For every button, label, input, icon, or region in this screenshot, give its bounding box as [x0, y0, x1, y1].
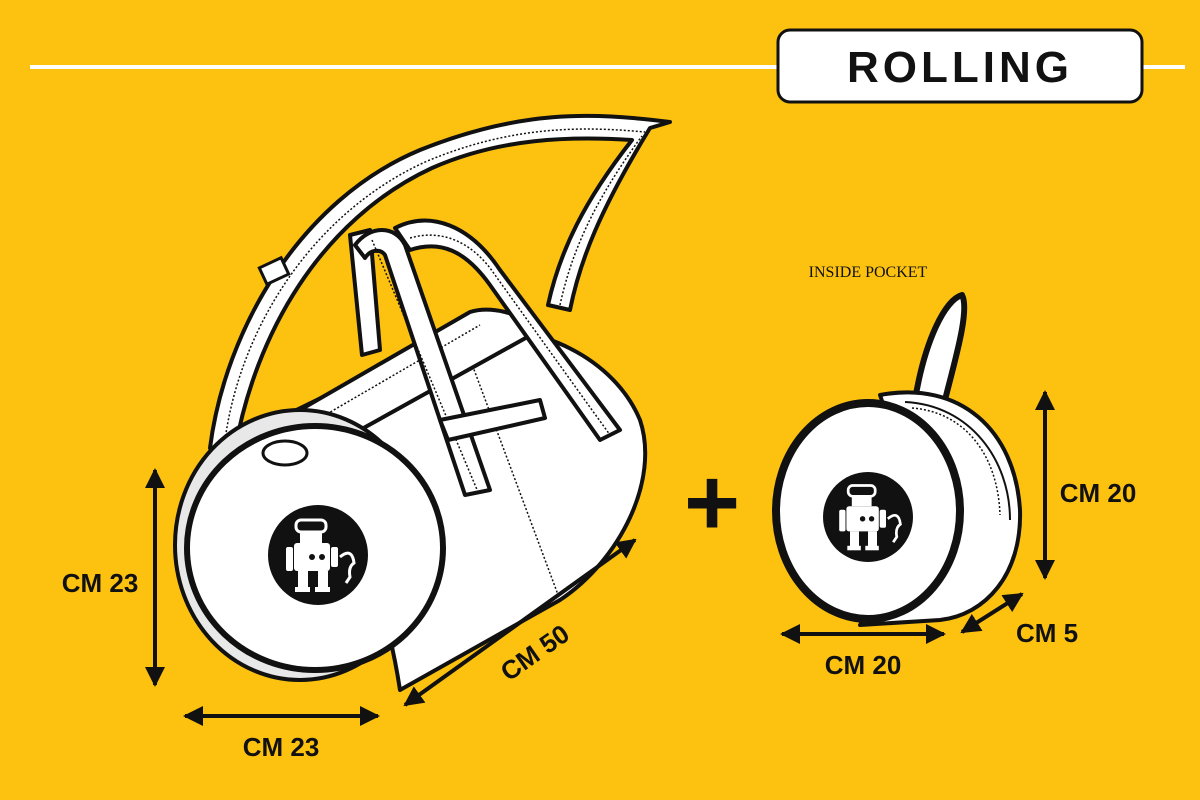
robot-logo-icon: [266, 503, 370, 607]
bag-height-label: CM 23: [62, 568, 139, 598]
pocket-height-label: CM 20: [1060, 478, 1137, 508]
shoulder-strap: [208, 113, 672, 452]
title-badge: [776, 28, 1144, 104]
strap-buckle: [257, 255, 291, 287]
pocket-zipper: [904, 401, 1011, 521]
pocket-caption: INSIDE POCKET: [809, 264, 928, 281]
strap-ring: [261, 439, 309, 467]
inside-pocket-illustration: [772, 292, 1023, 627]
pocket-loop: [912, 292, 968, 403]
pocket-depth-label: CM 5: [1016, 618, 1078, 648]
duffel-bag-illustration: [173, 113, 672, 692]
pocket-depth-arrow: [960, 592, 1024, 634]
pocket-width-label: CM 20: [825, 650, 902, 680]
handle-base-strap: [438, 398, 547, 442]
plus-sign: +: [684, 449, 740, 556]
page-title: ROLLING: [847, 43, 1073, 92]
bag-width-label: CM 23: [243, 732, 320, 762]
bag-length-arrow: [403, 538, 637, 707]
robot-logo-icon: [821, 470, 915, 564]
bag-handle-back: [348, 228, 382, 357]
